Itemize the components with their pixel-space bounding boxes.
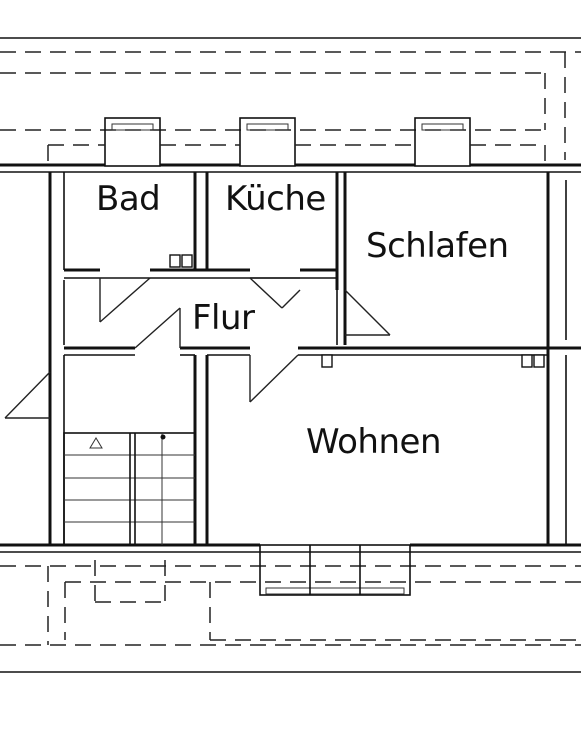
- fixtures: [169, 254, 545, 368]
- staircase: [63, 432, 196, 546]
- room-label-bad: Bad: [96, 179, 160, 219]
- room-label-wohnen: Wohnen: [306, 422, 441, 462]
- dormer-bottom: [94, 544, 411, 603]
- room-label-flur: Flur: [192, 298, 255, 338]
- room-label-kueche: Küche: [225, 179, 326, 219]
- room-label-schlafen: Schlafen: [366, 226, 509, 266]
- doors: [4, 277, 391, 419]
- dormers-top: [47, 117, 546, 167]
- exterior-walls: [0, 163, 581, 553]
- roof-outline: [0, 37, 581, 673]
